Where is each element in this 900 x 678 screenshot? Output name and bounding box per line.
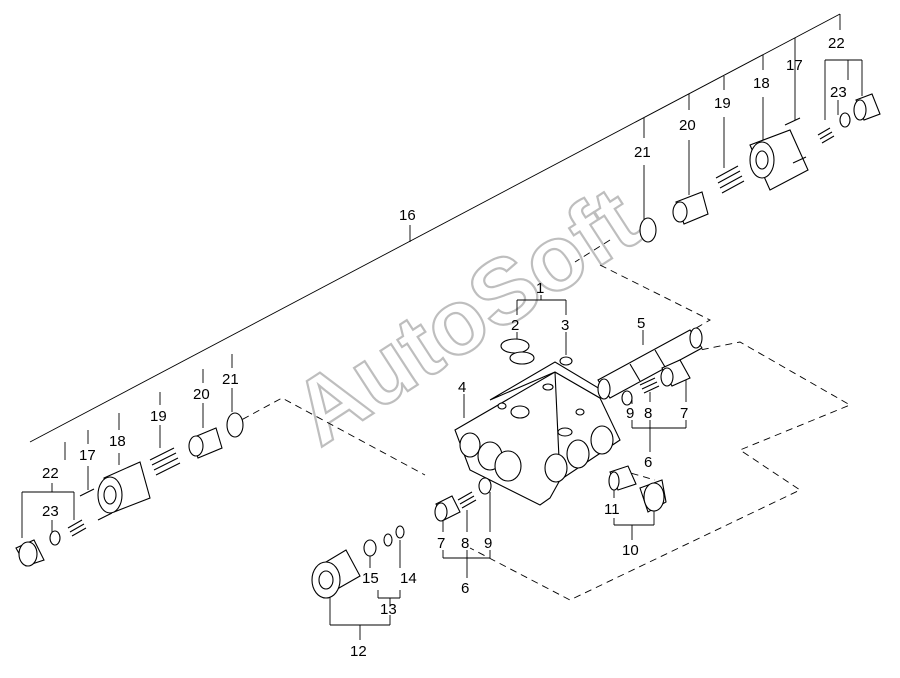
callout-8-upper: 8 [644,405,652,422]
callout-7-upper: 7 [680,405,688,422]
callout-4: 4 [458,379,466,396]
callout-5: 5 [637,315,645,332]
callout-1: 1 [536,280,544,297]
callout-2: 2 [511,317,519,334]
relief-valve-10 [608,465,667,513]
callout-22-left: 22 [42,465,59,482]
callout-18-right: 18 [753,75,770,92]
plug-12 [311,525,405,599]
callout-18-left: 18 [109,433,126,450]
spool-5 [597,327,703,400]
callout-23-left: 23 [42,503,59,520]
right-end-cap-assembly [639,93,881,243]
callout-6-upper: 6 [644,454,652,471]
callout-12: 12 [350,643,367,660]
callout-20-left: 20 [193,386,210,403]
valve-6-upper [621,359,691,406]
callout-8-lower: 8 [461,535,469,552]
callout-19-right: 19 [714,95,731,112]
valve-6-lower [434,477,492,522]
callout-15: 15 [362,570,379,587]
callout-6-lower: 6 [461,580,469,597]
callout-9-upper: 9 [626,405,634,422]
left-end-cap-assembly [15,412,244,567]
callout-3: 3 [561,317,569,334]
callout-17-right: 17 [786,57,803,74]
callout-10: 10 [622,542,639,559]
leader-lines [21,13,863,640]
callout-19-left: 19 [150,408,167,425]
callout-20-right: 20 [679,117,696,134]
callout-21-right: 21 [634,144,651,161]
callout-9-lower: 9 [484,535,492,552]
callout-17-left: 17 [79,447,96,464]
callout-14: 14 [400,570,417,587]
callout-22-right: 22 [828,35,845,52]
callout-13: 13 [380,601,397,618]
callout-21-left: 21 [222,371,239,388]
plug-2b [509,351,535,365]
valve-body [454,361,621,506]
seal-3 [559,356,573,366]
callout-23-right: 23 [830,84,847,101]
plug-2 [500,338,530,354]
callout-labels: 1 2 3 4 5 6 7 8 9 10 11 7 8 9 6 12 13 14… [42,35,847,660]
callout-7-lower: 7 [437,535,445,552]
callout-11: 11 [604,501,620,518]
callout-16: 16 [399,207,416,224]
